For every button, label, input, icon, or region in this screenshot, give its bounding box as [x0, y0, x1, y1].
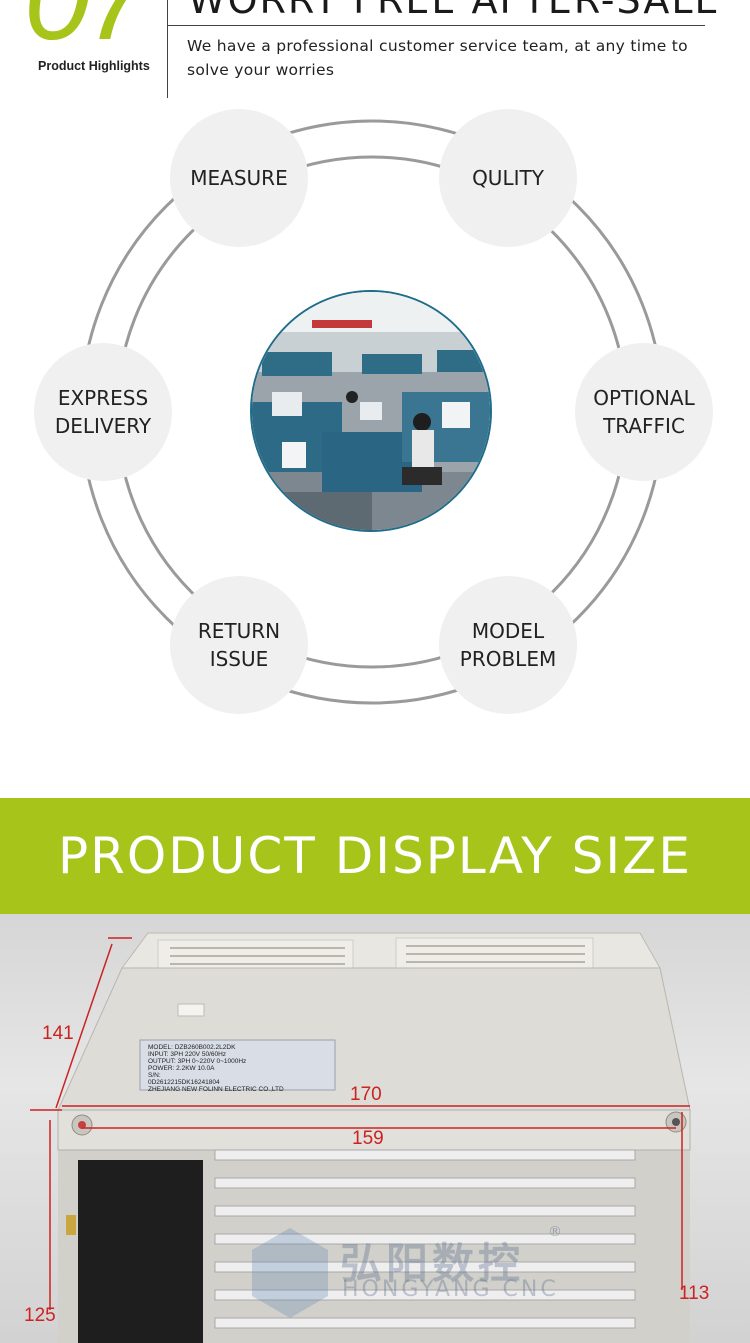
rating-label-line: S/N:: [148, 1072, 161, 1079]
dimension-height-left: 125: [24, 1305, 56, 1326]
node-express-label: EXPRESS DELIVERY: [54, 386, 152, 438]
header-divider-vertical: [167, 0, 168, 98]
inverter-illustration: [30, 932, 691, 1343]
registered-mark: ®: [548, 1224, 562, 1240]
node-return-label: RETURN ISSUE: [197, 619, 281, 671]
rating-label-line: INPUT: 3PH 220V 50/60Hz: [148, 1051, 227, 1058]
product-photo: MODEL: DZB260B002.2L2DK INPUT: 3PH 220V …: [0, 914, 750, 1343]
rating-label-line: OUTPUT: 3PH 0~220V 0~1000Hz: [148, 1058, 247, 1065]
watermark-chinese: 弘阳数控: [340, 1239, 525, 1288]
office-photo: [250, 290, 492, 532]
dimension-height-right: 113: [679, 1283, 710, 1304]
section-number: 07: [24, 0, 152, 58]
node-return-issue: RETURN ISSUE: [170, 576, 308, 714]
node-measure: MEASURE: [170, 109, 308, 247]
product-display-banner: PRODUCT DISPLAY SIZE: [0, 798, 750, 914]
rating-label-line: MODEL: DZB260B002.2L2DK: [148, 1044, 236, 1051]
rating-label-line: ZHEJIANG NEW FOLINN ELECTRIC CO.,LTD: [148, 1086, 284, 1093]
node-optional-label: OPTIONAL TRAFFIC: [593, 386, 695, 438]
section-title: WORRY FREE AFTER-SALE: [188, 0, 721, 22]
dimension-depth: 141: [42, 1023, 74, 1044]
section-label: Product Highlights: [38, 59, 150, 73]
node-model-label: MODEL PROBLEM: [459, 619, 557, 671]
rating-label-line: 0D2612215DK16241804: [148, 1079, 220, 1086]
watermark-english: HONGYANG CNC: [342, 1277, 559, 1302]
node-measure-label: MEASURE: [190, 166, 288, 190]
node-optional-traffic: OPTIONAL TRAFFIC: [575, 343, 713, 481]
section-description: We have a professional customer service …: [187, 37, 688, 79]
dimension-width: 170: [350, 1084, 382, 1105]
node-quality-label: QULITY: [472, 166, 544, 190]
rating-label-line: POWER: 2.2KW 10.0A: [148, 1065, 215, 1072]
node-model-problem: MODEL PROBLEM: [439, 576, 577, 714]
banner-title: PRODUCT DISPLAY SIZE: [58, 827, 692, 885]
dimension-inner-width: 159: [352, 1128, 384, 1149]
section-header: 07 Product Highlights WORRY FREE AFTER-S…: [0, 0, 750, 100]
node-express-delivery: EXPRESS DELIVERY: [34, 343, 172, 481]
rating-label: MODEL: DZB260B002.2L2DK INPUT: 3PH 220V …: [148, 1044, 333, 1093]
office-illustration: [252, 292, 490, 530]
header-divider-horizontal: [167, 25, 705, 26]
node-quality: QULITY: [439, 109, 577, 247]
